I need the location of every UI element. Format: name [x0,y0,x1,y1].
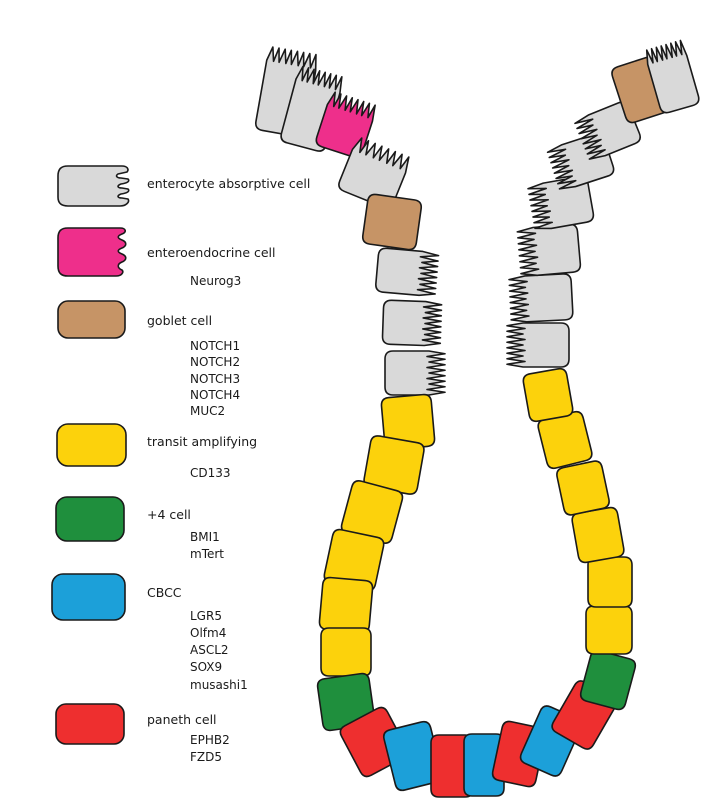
crypt-cell-transit-24 [588,557,632,607]
crypt-cell-goblet-4 [362,193,422,250]
legend-item-goblet: goblet cell NOTCH1 NOTCH2 NOTCH3 NOTCH4 … [58,301,240,418]
crypt-cell-enterocyte-30 [509,274,573,323]
marker-notch1: NOTCH1 [190,339,240,353]
legend-label-paneth: paneth cell [147,712,217,727]
goblet-icon [58,301,125,338]
legend-label-enteroendocrine: enteroendocrine cell [147,245,276,260]
crypt-cell-transit-25 [571,506,625,563]
enteroendocrine-icon [58,228,126,276]
transit-icon [57,424,126,466]
marker-notch3: NOTCH3 [190,372,240,386]
marker-neurog3: Neurog3 [190,274,241,288]
cbcc-icon [52,574,125,620]
legend-item-enteroendocrine: enteroendocrine cell Neurog3 [58,228,276,288]
marker-fzd5: FZD5 [190,750,222,764]
legend-label-enterocyte: enterocyte absorptive cell [147,176,310,191]
legend-label-goblet: goblet cell [147,313,212,328]
legend-item-enterocyte: enterocyte absorptive cell [58,166,310,206]
marker-notch2: NOTCH2 [190,355,240,369]
marker-ascl2: ASCL2 [190,643,229,657]
marker-ephb2: EPHB2 [190,733,230,747]
legend-item-plus4: +4 cell BMI1 mTert [56,497,224,561]
crypt-epithelium [255,40,701,797]
marker-olfm4: Olfm4 [190,626,226,640]
legend: enterocyte absorptive cell enteroendocri… [52,166,310,764]
enterocyte-icon [58,166,129,206]
marker-lgr5: LGR5 [190,609,222,623]
paneth-icon [56,704,124,744]
marker-cd133: CD133 [190,466,231,480]
crypt-cell-enterocyte-5 [375,248,439,297]
crypt-cell-transit-13 [321,628,371,676]
crypt-cell-enterocyte-29 [507,323,569,367]
plus4-icon [56,497,124,541]
crypt-cell-transit-26 [556,460,611,517]
crypt-cell-transit-23 [586,606,632,654]
legend-item-transit: transit amplifying CD133 [57,424,257,480]
crypt-cell-transit-12 [319,577,373,633]
marker-bmi1: BMI1 [190,530,220,544]
crypt-cell-plus4-22 [579,649,637,711]
legend-label-cbcc: CBCC [147,585,182,600]
legend-label-transit: transit amplifying [147,434,257,449]
marker-muc2: MUC2 [190,404,225,418]
legend-item-cbcc: CBCC LGR5 Olfm4 ASCL2 SOX9 musashi1 [52,574,248,692]
crypt-cell-enterocyte-31 [517,224,581,277]
marker-notch4: NOTCH4 [190,388,240,402]
legend-item-paneth: paneth cell EPHB2 FZD5 [56,704,230,764]
marker-mtert: mTert [190,547,224,561]
legend-label-plus4: +4 cell [147,507,191,522]
crypt-cell-enterocyte-7 [385,351,445,395]
crypt-cell-transit-28 [522,368,574,423]
marker-musashi1: musashi1 [190,678,248,692]
crypt-cell-enterocyte-6 [382,300,442,346]
marker-sox9: SOX9 [190,660,222,674]
